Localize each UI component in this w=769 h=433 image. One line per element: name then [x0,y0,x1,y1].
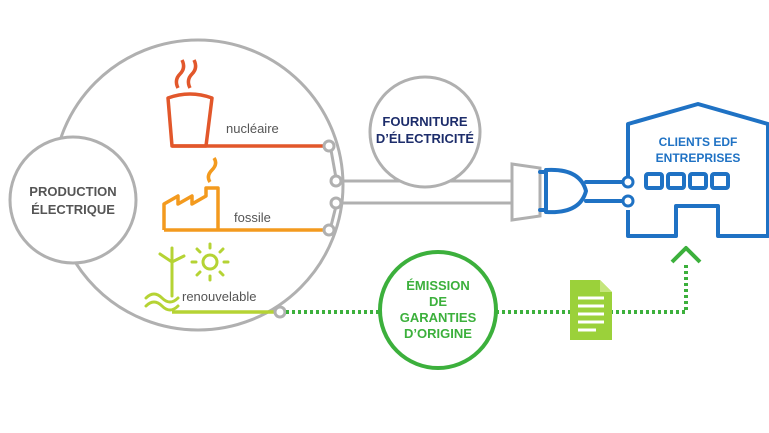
document-icon [570,280,612,340]
fossil-node [322,223,336,237]
factory-icon [162,157,220,230]
emission-circle [378,250,498,370]
supply-circle [368,75,482,189]
supply-title-line1: FOURNITURE [382,114,468,129]
nuclear-plant-icon [166,59,214,148]
emission-title-line4: D’ORIGINE [404,326,472,341]
switch-node-lower [329,196,343,210]
wind-solar-icon [144,242,230,312]
gray-plug-icon [510,162,542,222]
production-circle [8,135,138,265]
emission-title-line2: DE [429,294,447,309]
switch-node-upper [329,174,343,188]
emission-title-line1: ÉMISSION [406,278,470,293]
arrow-up-icon [670,246,702,264]
nuclear-switch [329,149,338,179]
nuclear-label: nucléaire [226,121,279,136]
emission-title-line3: GARANTIES [400,310,477,325]
production-title-line1: PRODUCTION [29,184,116,199]
production-title-line2: ÉLECTRIQUE [31,202,115,217]
plug-node-lower [621,194,635,208]
supply-title-line2: D’ÉLECTRICITÉ [376,131,475,146]
clients-title-line1: CLIENTS EDF [659,135,738,149]
fossil-label: fossile [234,210,271,225]
power-plug-icon [538,167,630,215]
certificate-line-right [496,262,688,314]
building-icon [626,102,769,238]
renewable-node [273,305,287,319]
clients-title-line2: ENTREPRISES [656,151,741,165]
plug-node-upper [621,175,635,189]
renewable-label: renouvelable [182,289,256,304]
nuclear-node [322,139,336,153]
